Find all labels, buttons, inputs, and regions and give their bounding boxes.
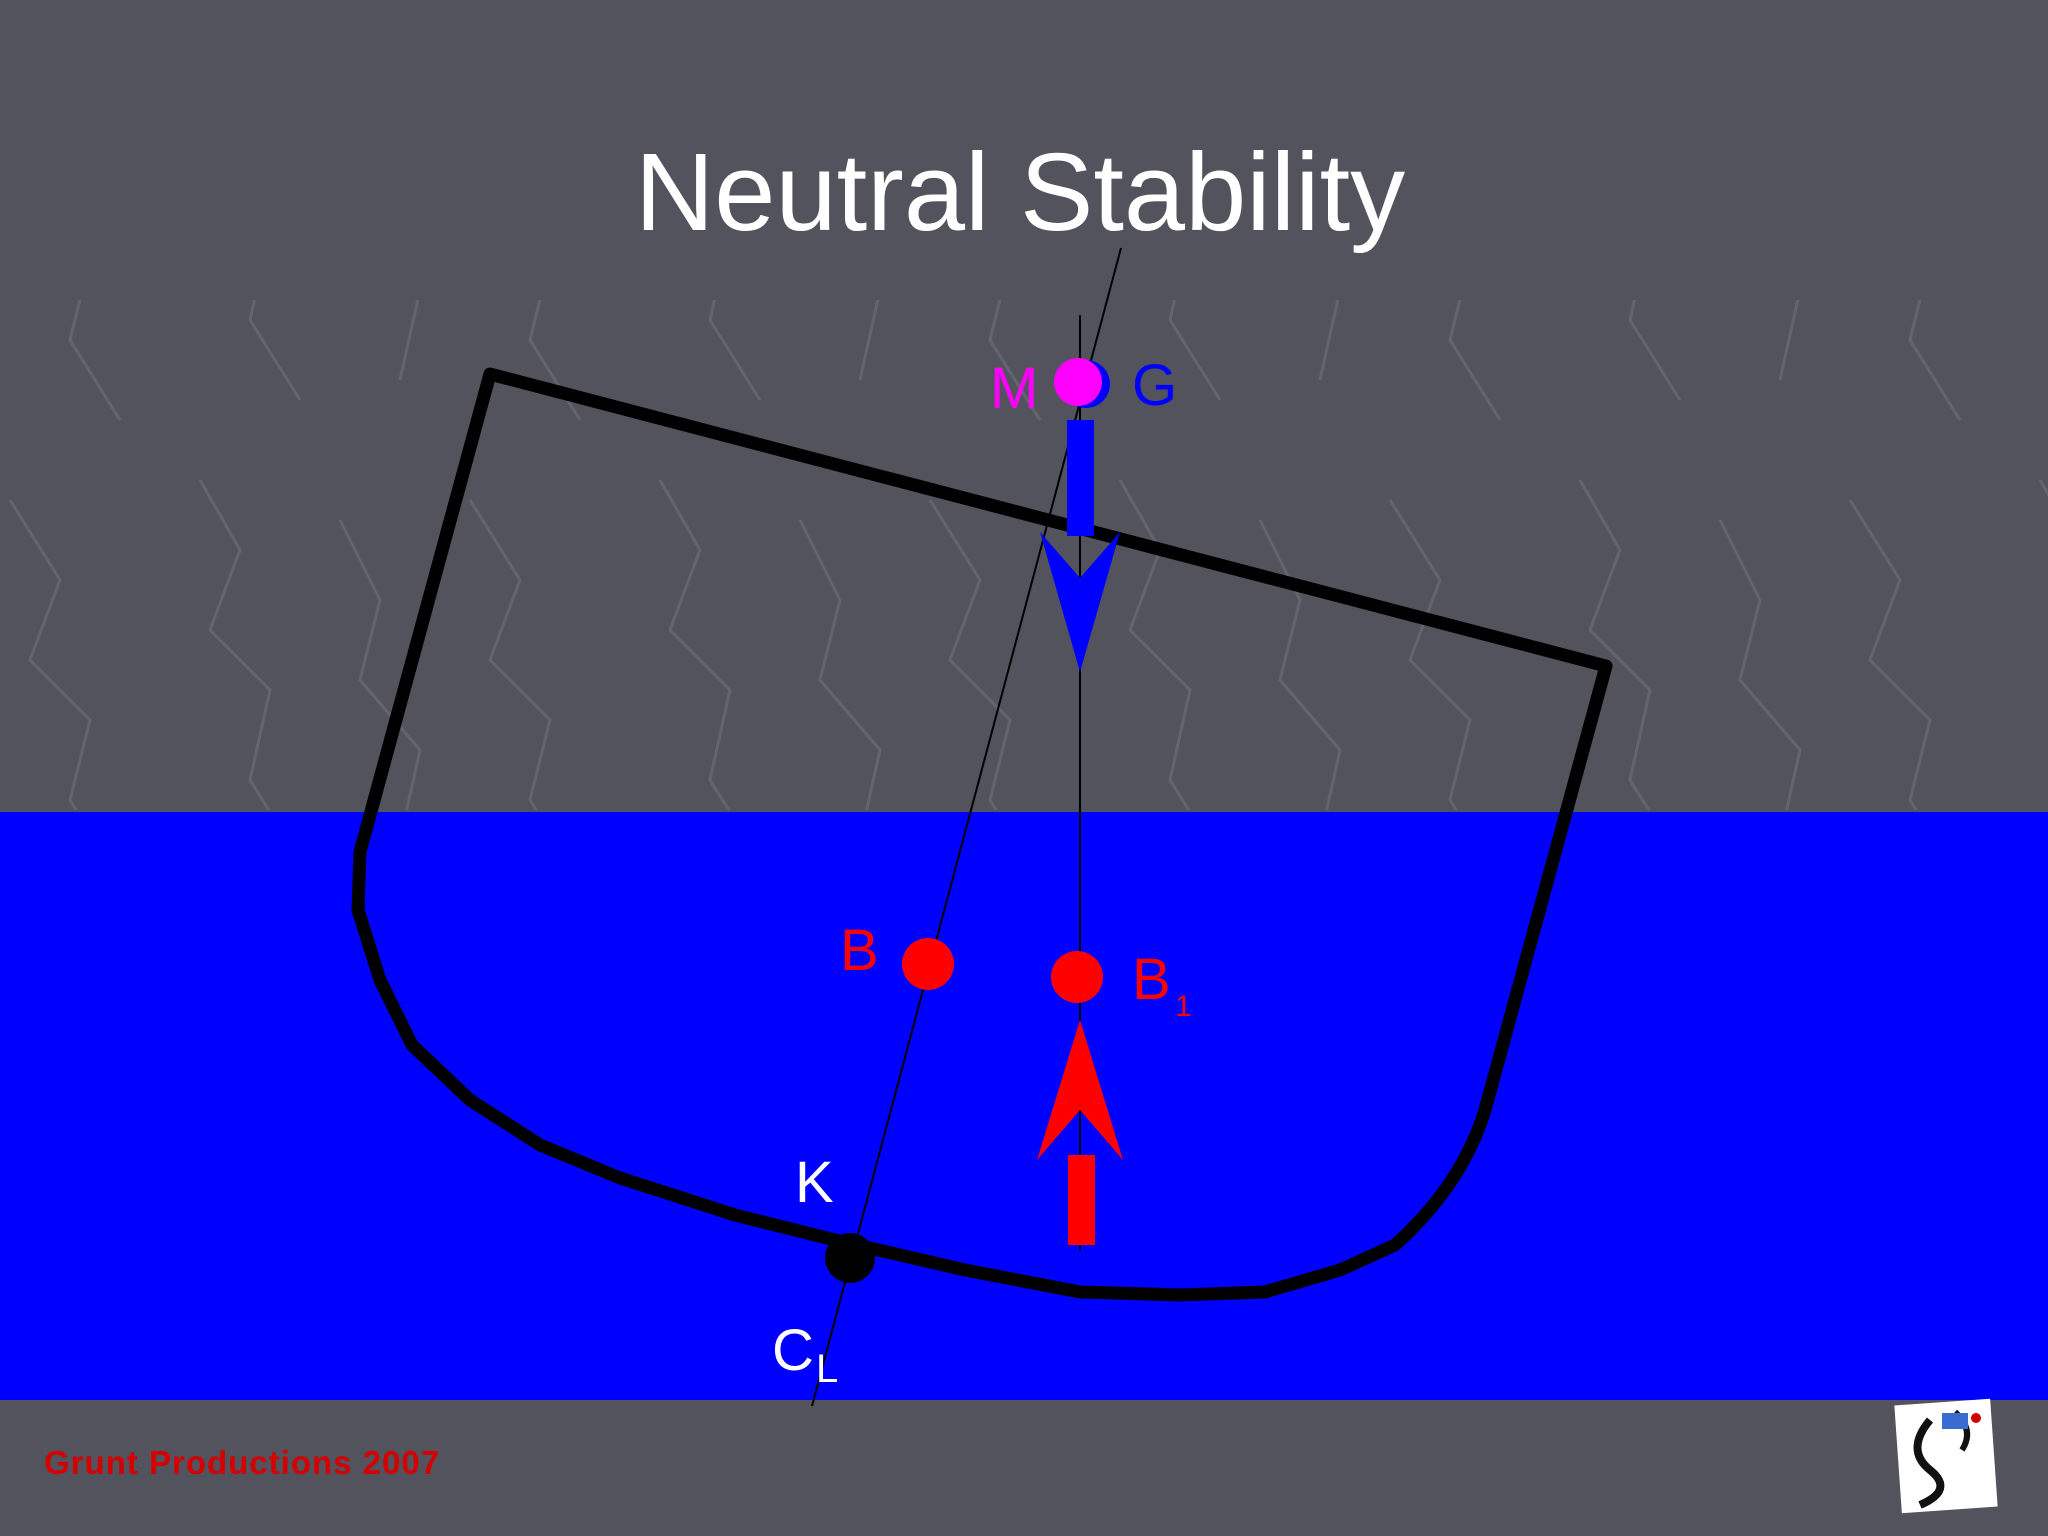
logo-image	[1894, 1398, 1998, 1514]
center-of-buoyancy-point	[902, 938, 954, 990]
label-g: G	[1132, 353, 1177, 418]
ship-hull	[351, 367, 1613, 1302]
buoyancy-arrow-shaft	[1068, 1155, 1095, 1245]
footer-credit: Grunt Productions 2007	[44, 1444, 441, 1481]
label-b: B	[840, 918, 879, 983]
label-b1: B	[1132, 947, 1171, 1012]
label-m: M	[990, 356, 1038, 421]
background-texture	[0, 300, 2048, 810]
buoyancy-arrow-head	[1037, 1020, 1123, 1160]
keel-point	[825, 1233, 875, 1283]
metacenter-point	[1054, 358, 1102, 406]
gravity-arrow-head	[1040, 532, 1120, 672]
label-b1-subscript: 1	[1175, 990, 1192, 1023]
gravity-arrow-shaft	[1067, 420, 1094, 536]
label-k: K	[795, 1150, 834, 1215]
shifted-center-of-buoyancy-point	[1051, 951, 1103, 1003]
label-centerline-l: L	[816, 1347, 838, 1391]
water-band	[0, 812, 2048, 1400]
slide-title: Neutral Stability	[634, 131, 1406, 254]
label-centerline-c: C	[772, 1318, 814, 1383]
